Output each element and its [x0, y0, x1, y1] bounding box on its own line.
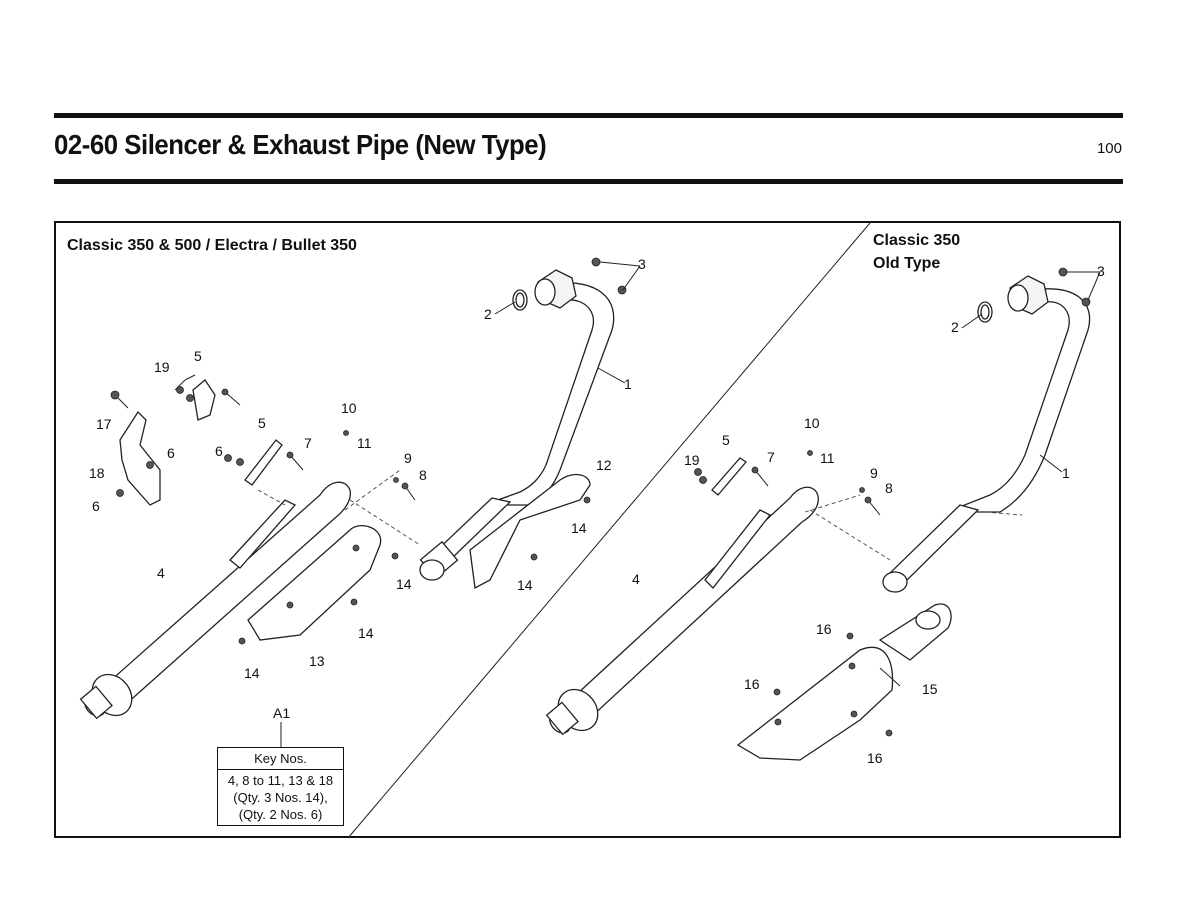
- key-table-heading: Key Nos.: [218, 748, 343, 770]
- page-title: 02-60 Silencer & Exhaust Pipe (New Type): [54, 129, 547, 160]
- key-table-line1: 4, 8 to 11, 13 & 18: [227, 773, 334, 788]
- callout-right-19: 19: [684, 452, 700, 468]
- left-nuts-3: [591, 257, 627, 295]
- callout-right-16c: 16: [867, 750, 883, 766]
- right-bolts: [694, 450, 893, 737]
- left-plate-5: [192, 379, 283, 486]
- left-exhaust-pipe: [419, 269, 615, 581]
- right-silencer-4: [545, 486, 819, 736]
- callout-right-4: 4: [632, 571, 640, 587]
- leader-lines: [174, 261, 1101, 747]
- callout-left-14c: 14: [396, 576, 412, 592]
- header-top-rule: [54, 113, 1123, 118]
- right-section-title-line1: Classic 350: [873, 232, 961, 249]
- callout-left-11: 11: [357, 435, 372, 451]
- page-number: 100: [1096, 140, 1122, 157]
- left-heat-shield-13: [247, 525, 382, 641]
- callout-left-14e: 14: [571, 520, 587, 536]
- right-exhaust-pipe: [882, 275, 1091, 593]
- key-table-ref: A1: [273, 705, 291, 721]
- callout-right-10: 10: [804, 415, 820, 431]
- callout-left-13: 13: [309, 653, 325, 669]
- key-table-line3: (Qty. 2 Nos. 6): [238, 807, 323, 822]
- diagram-frame: [54, 221, 1121, 838]
- right-section-title-line2: Old Type: [873, 255, 941, 272]
- callout-left-5a: 5: [194, 348, 202, 364]
- callout-left-9: 9: [404, 450, 412, 466]
- callout-left-10: 10: [341, 400, 357, 416]
- right-heat-shield-15: [736, 603, 952, 761]
- callout-left-18: 18: [89, 465, 105, 481]
- header-bottom-rule: [54, 179, 1123, 184]
- callout-right-7: 7: [767, 449, 775, 465]
- left-bolts: [110, 386, 591, 645]
- callout-right-11: 11: [820, 450, 835, 466]
- callout-left-19: 19: [154, 359, 170, 375]
- callout-right-1: 1: [1062, 465, 1070, 481]
- callout-right-16a: 16: [816, 621, 832, 637]
- callout-right-8: 8: [885, 480, 893, 496]
- callout-left-5b: 5: [258, 415, 266, 431]
- left-heat-shield-12: [469, 473, 591, 590]
- left-gasket-2: [512, 289, 528, 311]
- callout-left-4: 4: [157, 565, 165, 581]
- callout-left-14a: 14: [244, 665, 260, 681]
- key-table-line2: (Qty. 3 Nos. 14),: [233, 790, 328, 805]
- callout-left-14b: 14: [358, 625, 374, 641]
- section-divider: [347, 222, 871, 839]
- right-dashed-guides: [804, 494, 1023, 561]
- callout-right-9: 9: [870, 465, 878, 481]
- callout-left-14d: 14: [517, 577, 533, 593]
- left-dashed-guides: [257, 469, 421, 546]
- callout-left-2: 2: [484, 306, 492, 322]
- callout-left-1: 1: [624, 376, 632, 392]
- callout-right-15: 15: [922, 681, 938, 697]
- callout-right-3: 3: [1097, 263, 1105, 279]
- callout-right-5: 5: [722, 432, 730, 448]
- callout-left-3: 3: [638, 256, 646, 272]
- callout-right-16b: 16: [744, 676, 760, 692]
- callout-left-6a: 6: [215, 443, 223, 459]
- key-table: Key Nos. 4, 8 to 11, 13 & 18 (Qty. 3 Nos…: [217, 747, 344, 826]
- right-gasket-2: [977, 301, 993, 323]
- callout-left-7: 7: [304, 435, 312, 451]
- left-section-title: Classic 350 & 500 / Electra / Bullet 350: [67, 237, 357, 254]
- left-bracket-18: [119, 410, 161, 506]
- callout-left-12: 12: [596, 457, 612, 473]
- left-silencer-4: [79, 481, 351, 720]
- callout-left-6b: 6: [167, 445, 175, 461]
- callout-left-6c: 6: [92, 498, 100, 514]
- callout-left-17: 17: [96, 416, 112, 432]
- callout-left-8: 8: [419, 467, 427, 483]
- right-plate-5: [711, 457, 747, 496]
- callout-right-2: 2: [951, 319, 959, 335]
